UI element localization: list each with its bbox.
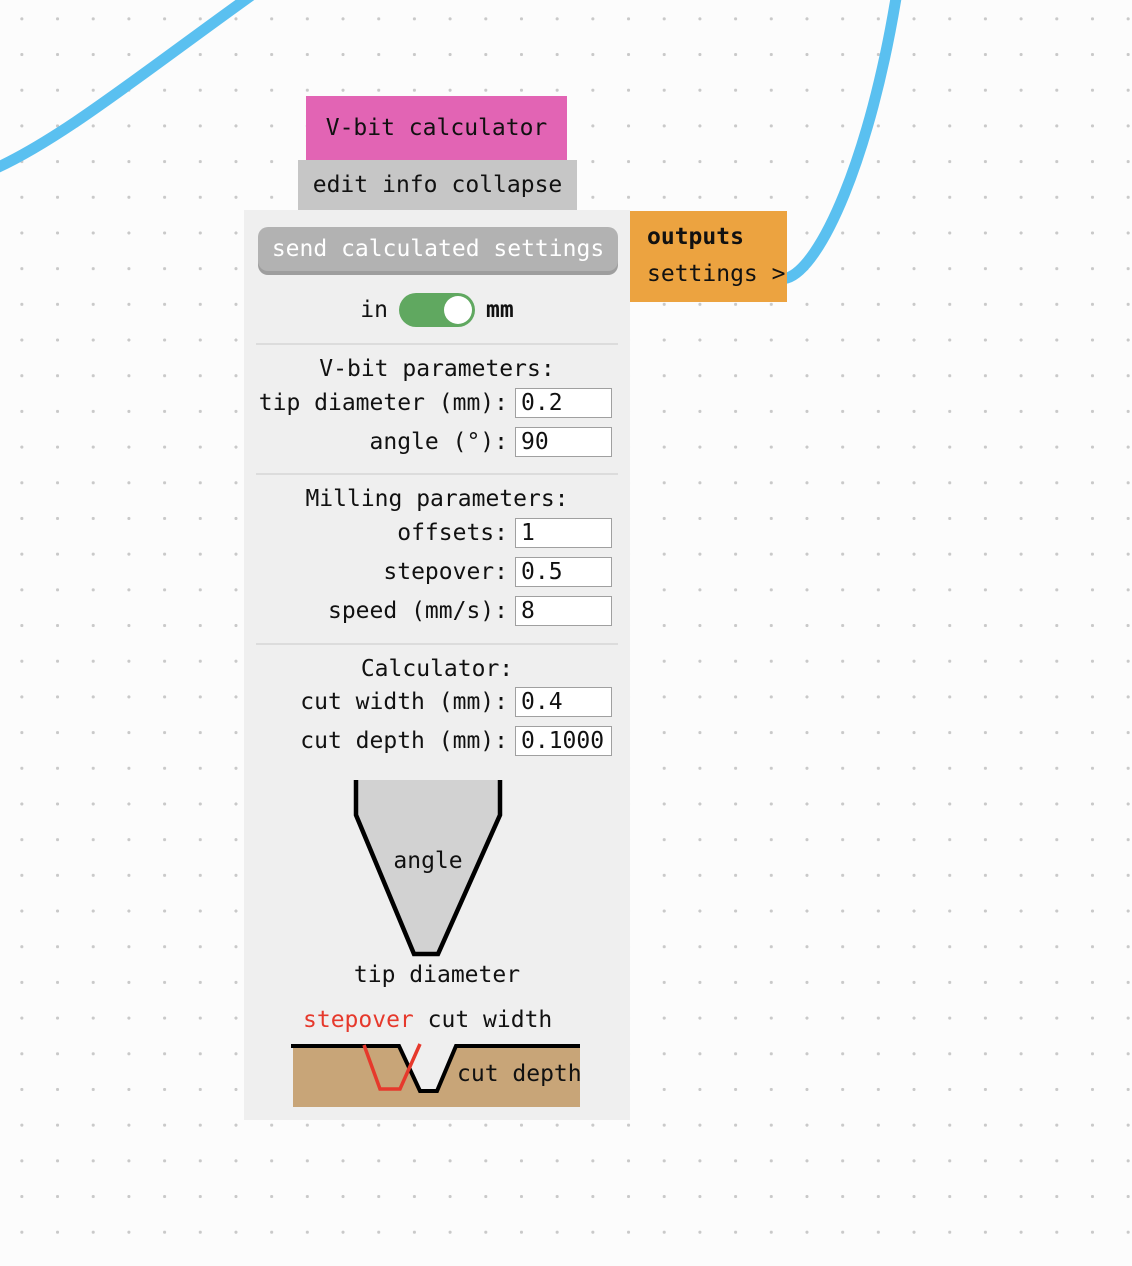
field-row-cut-depth: cut depth (mm): [244,726,630,756]
diagram-tip-diameter-label: tip diameter [353,962,521,988]
vbit-profile-diagram [353,780,503,957]
settings-output-port[interactable]: settings > [647,261,786,287]
divider [256,643,618,645]
vbit-shape [353,780,503,957]
unit-toggle-row: in mm [244,293,630,327]
section-title-calculator: Calculator: [360,656,514,682]
toggle-knob-icon [444,296,472,324]
cut-width-label: cut width (mm): [300,689,508,715]
field-row-cut-width: cut width (mm): [244,687,630,717]
diagram-cut-labels: stepover cut width [303,1007,552,1033]
unit-toggle-switch[interactable] [399,293,475,327]
stepover-input-label: stepover: [383,559,508,585]
field-row-stepover: stepover: [244,557,630,587]
diagram-cut-width-label: cut width [427,1007,553,1033]
diagram-stepover-label: stepover [303,1007,414,1033]
wire-settings-output[interactable] [781,0,902,284]
wire-top-left[interactable] [0,0,256,173]
send-calculated-settings-button[interactable]: send calculated settings [258,227,618,271]
outputs-panel: outputs settings > [630,211,787,302]
stepover-cut-outline [362,1043,422,1091]
collapse-button[interactable]: collapse [451,172,563,198]
node-title-bar[interactable]: V-bit calculator [306,96,567,160]
node-body: send calculated settings in mm V-bit par… [244,210,630,1120]
unit-label-in: in [360,297,388,323]
surface-line [291,1044,580,1093]
field-row-speed: speed (mm/s): [244,596,630,626]
cut-depth-input[interactable] [515,726,612,756]
divider [256,343,618,345]
angle-input[interactable] [515,427,612,457]
info-button[interactable]: info [382,172,438,198]
diagram-cut-depth-label: cut depth [457,1061,582,1087]
section-title-vbit-parameters: V-bit parameters: [319,356,555,382]
node-title: V-bit calculator [325,115,548,141]
field-row-angle: angle (°): [244,427,630,457]
unit-label-mm: mm [486,297,514,323]
angle-label: angle (°): [369,429,508,455]
tip-diameter-input[interactable] [515,388,612,418]
node-toolbar: edit info collapse [298,160,577,210]
cut-depth-input-label: cut depth (mm): [300,728,508,754]
outputs-title: outputs [647,224,744,250]
divider [256,473,618,475]
speed-input[interactable] [515,596,612,626]
tip-diameter-label: tip diameter (mm): [258,390,508,416]
field-row-offsets: offsets: [244,518,630,548]
offsets-input[interactable] [515,518,612,548]
section-title-milling-parameters: Milling parameters: [305,486,569,512]
stepover-input[interactable] [515,557,612,587]
field-row-tip-diameter: tip diameter (mm): [244,388,630,418]
cut-cross-section-diagram [291,1043,580,1107]
edit-button[interactable]: edit [312,172,369,198]
speed-label: speed (mm/s): [327,598,508,624]
cut-width-input[interactable] [515,687,612,717]
diagram-angle-label: angle [393,848,463,874]
offsets-label: offsets: [397,520,508,546]
